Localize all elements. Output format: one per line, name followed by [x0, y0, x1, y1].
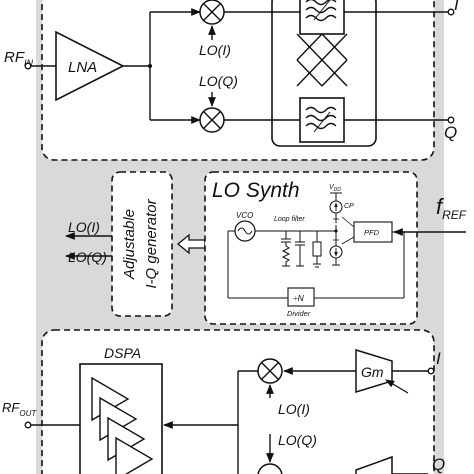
- iq-generator-frame: [111, 171, 173, 317]
- iq-generator-title-line1: Adjustable: [121, 209, 138, 280]
- rx-out-i-label: I: [454, 0, 459, 14]
- tx-lo-q-label: LO(Q): [278, 432, 317, 448]
- lna-amplifier: [55, 30, 125, 102]
- mixer-i: [199, 0, 225, 25]
- rf-out-label: RFOUT: [2, 400, 37, 418]
- tx-mixer-i: [257, 358, 283, 384]
- transmitter-block: DSPA RFOUT LO(I) LO(Q) G: [2, 329, 445, 474]
- tx-in-q-label: Q: [432, 455, 445, 474]
- tx-in-i-label: I: [436, 349, 441, 368]
- vco-label: VCO: [236, 211, 253, 220]
- lo-synth-title: LO Synth: [212, 179, 300, 202]
- synth-to-iq-arrow: [176, 233, 206, 255]
- divider-label: Divider: [287, 309, 311, 318]
- loop-filter-network: [281, 231, 322, 268]
- iq-generator-title-line2: I-Q generator: [143, 198, 160, 288]
- gm-label: Gm: [361, 364, 384, 380]
- lna-label: LNA: [68, 59, 97, 76]
- fref-label: fREF: [436, 194, 467, 222]
- complex-filter-frame: [271, 0, 377, 147]
- bandpass-filter-i: [299, 0, 345, 35]
- rx-lo-i-label: LO(I): [199, 42, 231, 58]
- rx-lo-q-label: LO(Q): [199, 73, 238, 89]
- cp-label: CP: [344, 203, 354, 210]
- divider-box: [287, 287, 315, 307]
- divider-symbol: ÷N: [293, 293, 305, 303]
- lo-synth-block: LO Synth VCO Loop filter: [204, 171, 467, 325]
- lo-synth-frame: [204, 171, 418, 325]
- tx-mixer-q: [257, 463, 283, 474]
- pfd-label: PFD: [364, 228, 380, 237]
- rf-in-port: [24, 62, 32, 70]
- dspa-amplifier-stack: [91, 376, 154, 474]
- rx-out-q-label: Q: [444, 123, 457, 142]
- gm-transconductor-q: [355, 455, 393, 474]
- iq-generator-block: Adjustable I-Q generator LO(I) LO(Q): [65, 171, 206, 317]
- loop-filter-label: Loop filter: [274, 216, 305, 223]
- iq-lo-q-label: LO(Q): [68, 249, 107, 265]
- mixer-q: [199, 107, 225, 133]
- iq-lo-i-label: LO(I): [68, 219, 100, 235]
- bandpass-filter-q: [299, 97, 345, 143]
- tx-lo-i-label: LO(I): [278, 401, 310, 417]
- dspa-label: DSPA: [104, 345, 141, 361]
- vdd-label: VDD: [329, 184, 341, 193]
- receiver-block: RFIN LNA LO(I) LO(Q): [4, 0, 459, 161]
